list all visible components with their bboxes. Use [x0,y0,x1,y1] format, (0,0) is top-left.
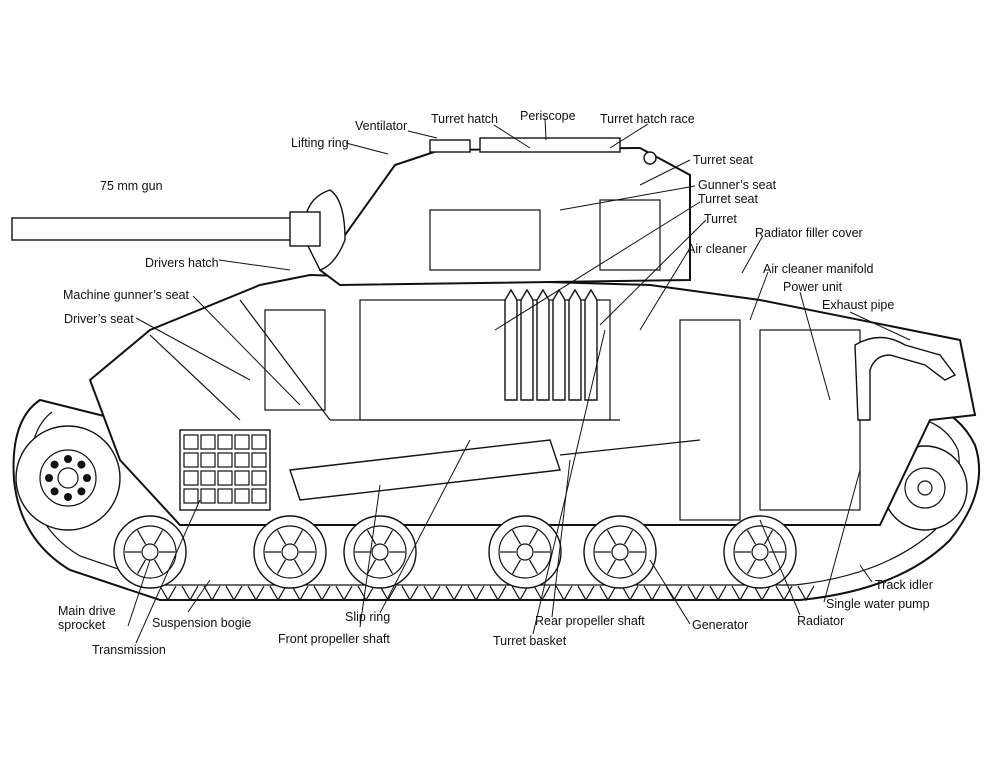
label-drivers-hatch: Drivers hatch [145,256,219,270]
main-drive-sprocket-drawing [15,425,121,531]
turret-drawing [303,137,691,287]
label-generator: Generator [692,618,749,632]
label-front-propeller-shaft: Front propeller shaft [278,632,390,646]
label-drivers-seat: Driver’s seat [64,312,134,326]
label-slip-ring: Slip ring [345,610,391,624]
road-wheel [583,515,657,589]
label-main-drive-sprocket: Main drive sprocket [58,604,116,632]
road-wheel [723,515,797,589]
label-75mm-gun: 75 mm gun [100,179,163,193]
label-radiator: Radiator [797,614,845,628]
transmission-drawing [179,429,271,511]
label-suspension-bogie: Suspension bogie [152,616,252,630]
label-radiator-filler-cover: Radiator filler cover [755,226,863,240]
label-turret-seat: Turret seat [698,192,758,206]
propeller-shaft [289,439,701,501]
label-transmission: Transmission [92,643,166,657]
label-air-cleaner: Air cleaner [687,242,747,256]
road-wheel [253,515,327,589]
gun-barrel [11,211,321,247]
label-turret-basket: Turret basket [493,634,567,648]
label-track-idler: Track idler [875,578,933,592]
exhaust-pipe-drawing [854,336,957,421]
label-single-water-pump: Single water pump [826,597,930,611]
label-ventilator: Ventilator [355,119,408,133]
label-machine-gunners-seat: Machine gunner’s seat [63,288,190,302]
label-periscope: Periscope [520,109,576,123]
label-lifting-ring: Lifting ring [291,136,349,150]
road-wheel [488,515,562,589]
label-power-unit: Power unit [783,280,843,294]
label-turret-hatch-race: Turret hatch race [600,112,695,126]
ammo-rack [504,288,598,401]
label-rear-propeller-shaft: Rear propeller shaft [535,614,645,628]
leader-lines [127,117,911,644]
label-exhaust-pipe: Exhaust pipe [822,298,895,312]
road-wheel [343,515,417,589]
label-turret-seat-top: Turret seat [693,153,753,167]
label-gunners-seat: Gunner’s seat [698,178,777,192]
road-wheel [113,515,187,589]
road-wheels [113,515,797,589]
label-air-cleaner-manifold: Air cleaner manifold [763,262,874,276]
label-turret-hatch: Turret hatch [431,112,498,126]
label-turret: Turret [704,212,737,226]
